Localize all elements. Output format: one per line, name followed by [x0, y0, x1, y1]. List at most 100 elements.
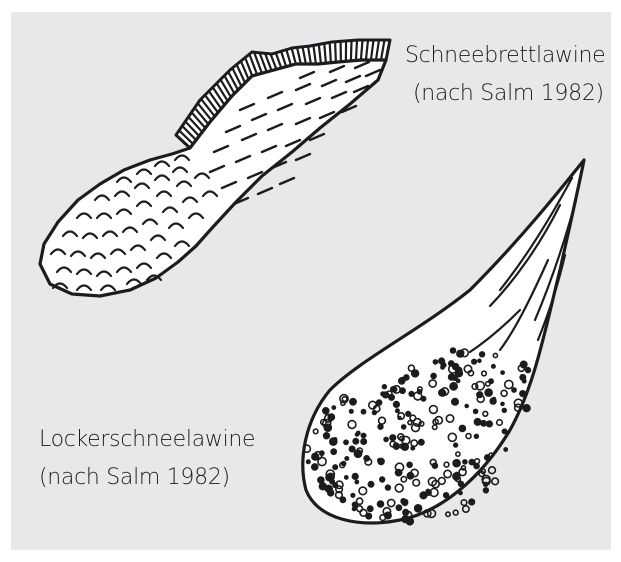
granule-dot [426, 489, 429, 492]
granule-dot [331, 449, 336, 454]
granule-dot [402, 425, 406, 429]
granule-dot [312, 453, 319, 460]
granule-dot [469, 460, 474, 465]
granule-dot [415, 505, 422, 512]
granule-dot [474, 419, 480, 425]
granule-dot [332, 406, 335, 409]
granule-dot [407, 462, 412, 467]
granule-dot [318, 477, 324, 483]
granule-dot [355, 480, 358, 483]
granule-dot [398, 417, 401, 420]
granule-dot [361, 433, 365, 437]
granule-dot [403, 510, 409, 516]
granule-dot [406, 412, 411, 417]
granule-dot [353, 507, 356, 510]
granule-dot [396, 470, 402, 476]
granule-dot [378, 458, 384, 464]
hatch-line [356, 40, 357, 60]
granule-dot [463, 460, 467, 464]
granule-dot [481, 421, 486, 426]
granule-dot [333, 465, 337, 469]
granule-dot [328, 414, 334, 420]
granule-dot [351, 494, 355, 498]
granule-dot [361, 410, 365, 414]
granule-dot [377, 400, 382, 405]
granule-dot [396, 505, 401, 510]
granule-dot [383, 385, 387, 389]
granule-dot [502, 408, 506, 412]
loose-body [303, 160, 584, 523]
slab-dash [258, 188, 272, 194]
granule-dot [384, 437, 388, 441]
granule-dot [459, 481, 464, 486]
granule-dot [449, 374, 455, 380]
granule-dot [324, 433, 330, 439]
granule-dot [450, 383, 457, 390]
granule-dot [361, 439, 366, 444]
granule-dot [380, 477, 385, 482]
granule-dot [389, 395, 394, 400]
granule-dot [356, 433, 359, 436]
granule-dot [345, 476, 348, 479]
granule-dot [478, 359, 481, 362]
granule-dot [352, 474, 358, 480]
granule-dot [323, 408, 329, 414]
granule-dot [492, 365, 495, 368]
granule-dot [474, 409, 478, 413]
granule-dot [493, 398, 496, 401]
granule-dot [454, 443, 458, 447]
granule-dot [502, 429, 506, 433]
granule-dot [475, 434, 479, 438]
granule-dot [512, 388, 516, 392]
granule-dot [465, 405, 468, 408]
granule-dot [319, 483, 326, 490]
granule-dot [459, 491, 462, 494]
granule-dot [431, 373, 436, 378]
granule-dot [353, 439, 358, 444]
granule-dot [480, 352, 485, 357]
granule-dot [439, 390, 445, 396]
slab-avalanche-credit: (nach Salm 1982) [413, 78, 604, 110]
granule-dot [520, 391, 526, 397]
granule-dot [501, 402, 504, 405]
granule-dot [394, 402, 400, 408]
hatch-line [351, 40, 352, 60]
loose-snow-avalanche-credit: (nach Salm 1982) [39, 462, 230, 494]
granule-dot [378, 501, 384, 507]
loose-snow-avalanche-label: Lockerschneelawine [39, 424, 255, 456]
granule-dot [350, 410, 354, 414]
granule-ring [492, 478, 499, 485]
granule-dot [386, 485, 391, 490]
granule-dot [501, 371, 504, 374]
granule-dot [451, 348, 456, 353]
granule-dot [396, 409, 399, 412]
granule-dot [433, 360, 437, 364]
granule-dot [342, 462, 346, 466]
granule-dot [390, 435, 396, 441]
granule-dot [472, 359, 477, 364]
granule-dot [384, 393, 388, 397]
granule-dot [452, 399, 458, 405]
granule-dot [345, 457, 348, 460]
granule-dot [350, 399, 356, 405]
granule-dot [393, 387, 397, 391]
granule-ring [461, 500, 467, 506]
granule-ring [463, 506, 469, 512]
granule-dot [349, 446, 354, 451]
granule-dot [340, 497, 345, 502]
granule-dot [439, 358, 445, 364]
granule-dot [444, 493, 449, 498]
granule-dot [453, 473, 460, 480]
granule-dot [328, 490, 334, 496]
granule-dot [457, 379, 460, 382]
granule-dot [368, 482, 373, 487]
granule-dot [484, 488, 489, 493]
granule-dot [409, 392, 414, 397]
granule-dot [459, 425, 465, 431]
granule-dot [441, 366, 444, 369]
granule-dot [504, 448, 507, 451]
granule-dot [485, 389, 492, 396]
granule-ring [453, 510, 458, 515]
granule-dot [344, 440, 348, 444]
granule-dot [307, 460, 310, 463]
